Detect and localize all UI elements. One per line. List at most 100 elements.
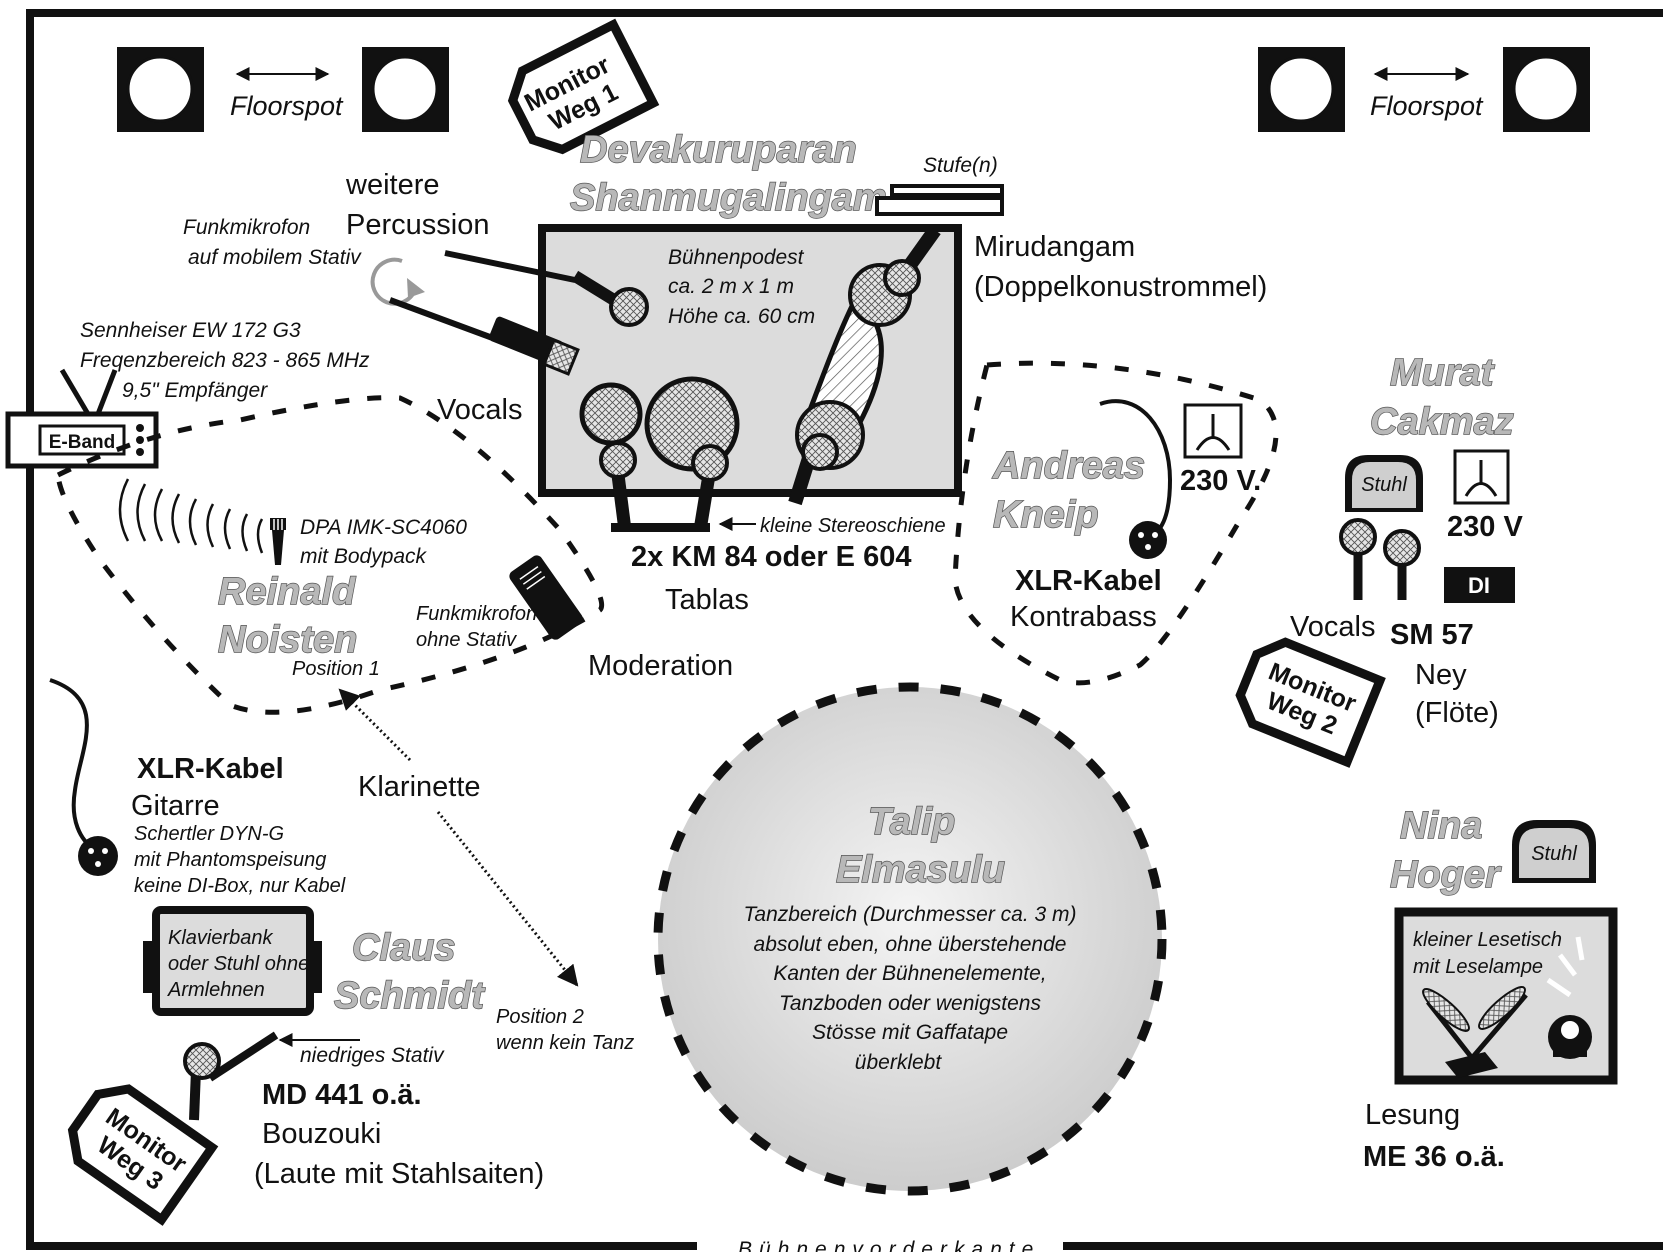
leselampe-icon — [1546, 936, 1592, 1059]
di-label: DI — [1468, 573, 1490, 598]
podest-label-3: Höhe ca. 60 cm — [668, 305, 815, 328]
vocals-top-label: Vocals — [437, 394, 522, 426]
name-reinald-2: Noisten — [218, 619, 357, 661]
andreas-zone — [952, 360, 1279, 686]
position1-label: Position 1 — [292, 658, 380, 680]
mirudangam-label-2: (Doppelkonustrommel) — [974, 271, 1267, 303]
murat-vocals-mic — [1339, 518, 1377, 600]
rotate-arrow-head — [407, 278, 425, 298]
sennheiser-label-2: Freqenzbereich 823 - 865 MHz — [80, 349, 370, 372]
floorspot-left-b — [362, 47, 449, 132]
klavier-label-3: Armlehnen — [167, 979, 265, 1001]
mirudangam-label-1: Mirudangam — [974, 231, 1135, 263]
gitarre-cable — [49, 678, 97, 852]
name-nina-2: Hoger — [1390, 854, 1502, 896]
vocals-murat-label: Vocals — [1290, 611, 1375, 643]
name-devakuruparan-2: Shanmugalingam — [570, 177, 887, 219]
power-murat-label: 230 V — [1447, 511, 1523, 543]
podest-label-2: ca. 2 m x 1 m — [668, 275, 794, 298]
funk-ohne-label-1: Funkmikrofon — [416, 603, 537, 625]
power-outlet-andreas-icon — [1183, 403, 1243, 459]
schertler-label-1: Schertler DYN-G — [134, 823, 284, 845]
power-outlet-murat-icon — [1453, 449, 1510, 505]
floorspot-left-a — [117, 47, 204, 132]
eband-label: E-Band — [49, 432, 116, 453]
murat-sm57-mic — [1383, 529, 1421, 600]
radio-waves-icon — [118, 478, 264, 554]
name-murat-2: Cakmaz — [1370, 401, 1514, 443]
di-box: DI — [1444, 567, 1515, 603]
rotate-arrow-icon — [370, 257, 417, 306]
lesung-label: Lesung — [1365, 1099, 1460, 1131]
podest-label-1: Bühnenpodest — [668, 246, 805, 269]
klarinette-label: Klarinette — [358, 771, 481, 803]
km84-label: 2x KM 84 oder E 604 — [631, 541, 911, 573]
xlr-gitarre-connector-icon — [78, 836, 118, 876]
dpa-label-1: DPA IMK-SC4060 — [300, 516, 467, 539]
sennheiser-label-3: 9,5" Empfänger — [122, 379, 268, 402]
eband-receiver: E-Band — [5, 368, 159, 469]
bouzouki-label-2: (Laute mit Stahlsaiten) — [254, 1158, 544, 1190]
tanz-label-6: überklebt — [855, 1051, 943, 1074]
funk-mobil-mic — [388, 297, 580, 376]
me36-mic-stand — [1422, 986, 1528, 1078]
me36-label: ME 36 o.ä. — [1363, 1141, 1505, 1173]
percussion-mic — [444, 250, 649, 327]
position2-label-1: Position 2 — [496, 1006, 584, 1028]
name-claus-1: Claus — [352, 927, 455, 969]
xlr-gitarre-label-2: Gitarre — [131, 790, 220, 822]
schertler-label-3: keine DI-Box, nur Kabel — [134, 875, 346, 897]
reinald-zone — [55, 395, 605, 715]
floorspot-right-label: Floorspot — [1370, 91, 1484, 121]
monitor-weg1: Monitor Weg 1 — [507, 18, 660, 155]
ney-label-2: (Flöte) — [1415, 697, 1499, 729]
tanz-label-5: Stösse mit Gaffatape — [812, 1021, 1008, 1044]
name-devakuruparan-1: Devakuruparan — [580, 129, 857, 171]
ney-label-1: Ney — [1415, 659, 1467, 691]
tanz-label-3: Kanten der Bühnenelemente, — [773, 962, 1046, 985]
stage-border — [26, 9, 1663, 1250]
stuhl-murat: Stuhl — [1345, 455, 1423, 512]
stufe-steps — [875, 184, 1004, 216]
tanz-label-2: absolut eben, ohne überstehende — [754, 933, 1067, 956]
stuhl-nina: Stuhl — [1512, 820, 1596, 883]
monitor-weg2: Monitor Weg 2 — [1235, 637, 1386, 768]
bouzouki-label-1: Bouzouki — [262, 1118, 381, 1150]
funk-mobil-label-2: auf mobilem Stativ — [188, 246, 362, 269]
monitor-weg3: Monitor Weg 3 — [67, 1084, 219, 1226]
funk-ohne-mic — [509, 555, 583, 640]
xlr-kontrabass-label-2: Kontrabass — [1010, 601, 1157, 633]
name-reinald-1: Reinald — [218, 571, 356, 613]
percussion-label: Percussion — [346, 209, 489, 241]
floorspot-left-label: Floorspot — [230, 91, 344, 121]
xlr-kontrabass-connector-icon — [1129, 521, 1167, 559]
lesetisch-label-2: mit Leselampe — [1413, 956, 1543, 978]
floorspot-right-b — [1503, 47, 1590, 132]
klavier-label-2: oder Stuhl ohne — [168, 953, 309, 975]
md441-label: MD 441 o.ä. — [262, 1079, 422, 1111]
tablas-drums — [579, 376, 740, 532]
sm57-label: SM 57 — [1390, 619, 1474, 651]
name-murat-1: Murat — [1390, 352, 1495, 394]
lesetisch-label-1: kleiner Lesetisch — [1413, 929, 1562, 951]
tanz-label-4: Tanzboden oder wenigstens — [779, 992, 1041, 1015]
tanzbereich — [653, 682, 1167, 1196]
position2-label-2: wenn kein Tanz — [496, 1032, 634, 1054]
klavier-label-1: Klavierbank — [168, 927, 274, 949]
name-talip-1: Talip — [868, 801, 955, 843]
tanz-label-1: Tanzbereich (Durchmesser ca. 3 m) — [743, 903, 1076, 926]
dpa-label-2: mit Bodypack — [300, 545, 428, 568]
mirudangam-drum — [788, 225, 941, 506]
stufe-label: Stufe(n) — [923, 154, 998, 177]
weitere-label: weitere — [345, 169, 440, 201]
name-nina-1: Nina — [1400, 805, 1482, 847]
klavierbank — [143, 906, 322, 1016]
funk-ohne-label-2: ohne Stativ — [416, 629, 517, 651]
moderation-label: Moderation — [588, 650, 733, 682]
stereoschiene-label: kleine Stereoschiene — [760, 515, 946, 537]
power-andreas-label: 230 V. — [1180, 465, 1261, 497]
floorspot-right-a — [1258, 47, 1345, 132]
niedriges-label: niedriges Stativ — [300, 1044, 445, 1067]
xlr-gitarre-label-1: XLR-Kabel — [137, 753, 284, 785]
